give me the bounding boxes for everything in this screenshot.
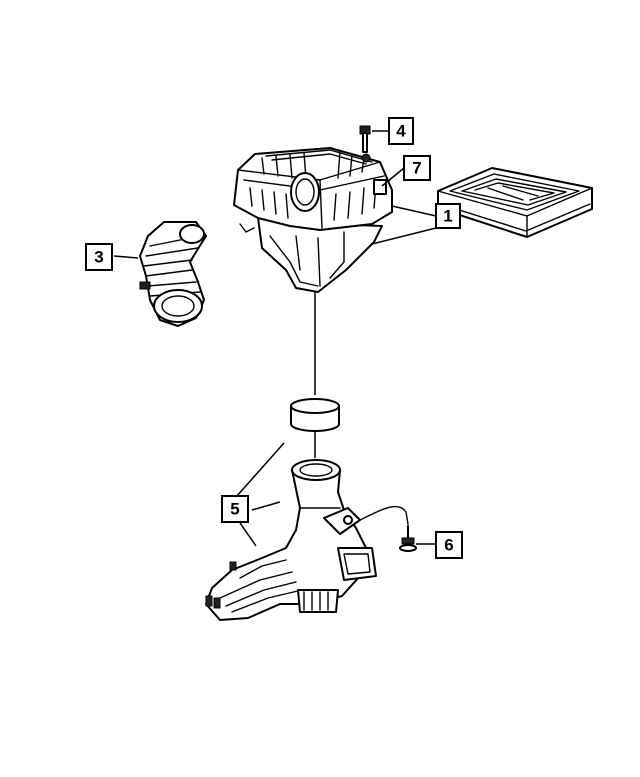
bolt xyxy=(359,125,371,163)
callout-label: 1 xyxy=(443,207,452,226)
air-filter-element xyxy=(437,167,593,238)
screw xyxy=(399,525,417,552)
callout-7: 7 xyxy=(403,155,431,181)
leader-lines xyxy=(113,130,437,547)
air-cleaner-housing xyxy=(233,147,393,293)
callout-5: 5 xyxy=(221,495,249,523)
callout-label: 5 xyxy=(230,500,239,519)
clean-air-hose xyxy=(139,221,207,327)
callout-1: 1 xyxy=(435,203,461,229)
callout-label: 4 xyxy=(396,122,406,141)
callout-3: 3 xyxy=(85,243,113,271)
callout-4: 4 xyxy=(388,117,414,145)
air-inlet-resonator xyxy=(205,459,377,621)
coupler-sleeve xyxy=(290,398,340,432)
callout-label: 6 xyxy=(444,536,453,555)
callout-label: 3 xyxy=(94,248,103,267)
callout-label: 7 xyxy=(412,159,421,178)
callout-6: 6 xyxy=(435,531,463,559)
